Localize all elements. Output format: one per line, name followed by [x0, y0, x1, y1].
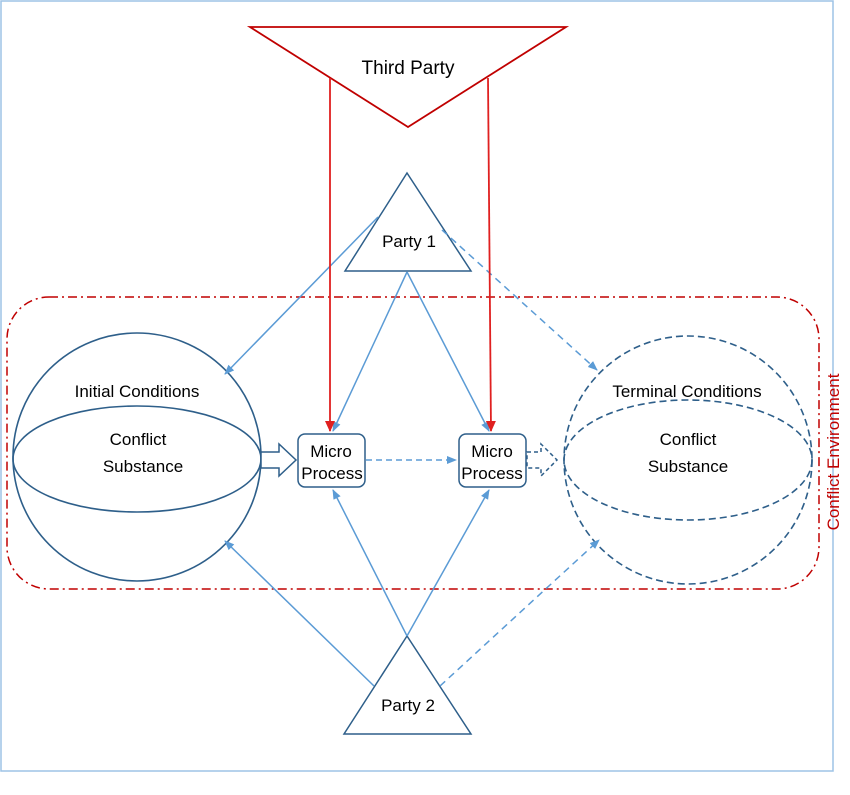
party1-label: Party 1	[382, 232, 436, 251]
outer-border	[0, 0, 834, 772]
party1-triangle	[343, 171, 473, 272]
third-party-to-micro2-arrow	[485, 77, 496, 432]
terminal-substance-line2: Substance	[648, 457, 728, 476]
terminal-substance-line1: Conflict	[660, 430, 717, 449]
party1-to-micro2-arrow	[406, 271, 490, 432]
micro2-to-terminal-dashed-block-arrow	[526, 442, 559, 478]
micro-process-box-2	[458, 433, 527, 488]
party2-to-micro1-arrow	[332, 489, 408, 637]
micro-process-1-line1: Micro	[310, 442, 352, 461]
party2-to-initial-arrow	[224, 540, 375, 687]
party2-to-micro2-arrow	[406, 489, 490, 637]
terminal-conditions-title: Terminal Conditions	[612, 382, 761, 401]
party2-label: Party 2	[381, 696, 435, 715]
terminal-conditions-substance-ellipse	[563, 399, 813, 521]
party1-to-initial-arrow	[224, 216, 379, 375]
party1-to-terminal-arrow	[441, 229, 598, 371]
conflict-environment-label: Conflict Environment	[824, 373, 843, 530]
party1-to-micro1-arrow	[332, 271, 408, 432]
micro-process-2-line2: Process	[461, 464, 522, 483]
party2-to-terminal-arrow	[439, 539, 600, 687]
micro-process-1-line2: Process	[301, 464, 362, 483]
conflict-environment-boundary	[6, 296, 820, 590]
third-party-triangle	[246, 26, 570, 129]
micro-process-box-1	[297, 433, 366, 488]
third-party-label: Third Party	[362, 58, 455, 79]
party2-triangle	[342, 634, 473, 735]
initial-substance-line1: Conflict	[110, 430, 167, 449]
initial-conditions-title: Initial Conditions	[75, 382, 200, 401]
micro-process-2-line1: Micro	[471, 442, 513, 461]
initial-substance-line2: Substance	[103, 457, 183, 476]
initial-to-micro1-block-arrow	[260, 442, 298, 478]
